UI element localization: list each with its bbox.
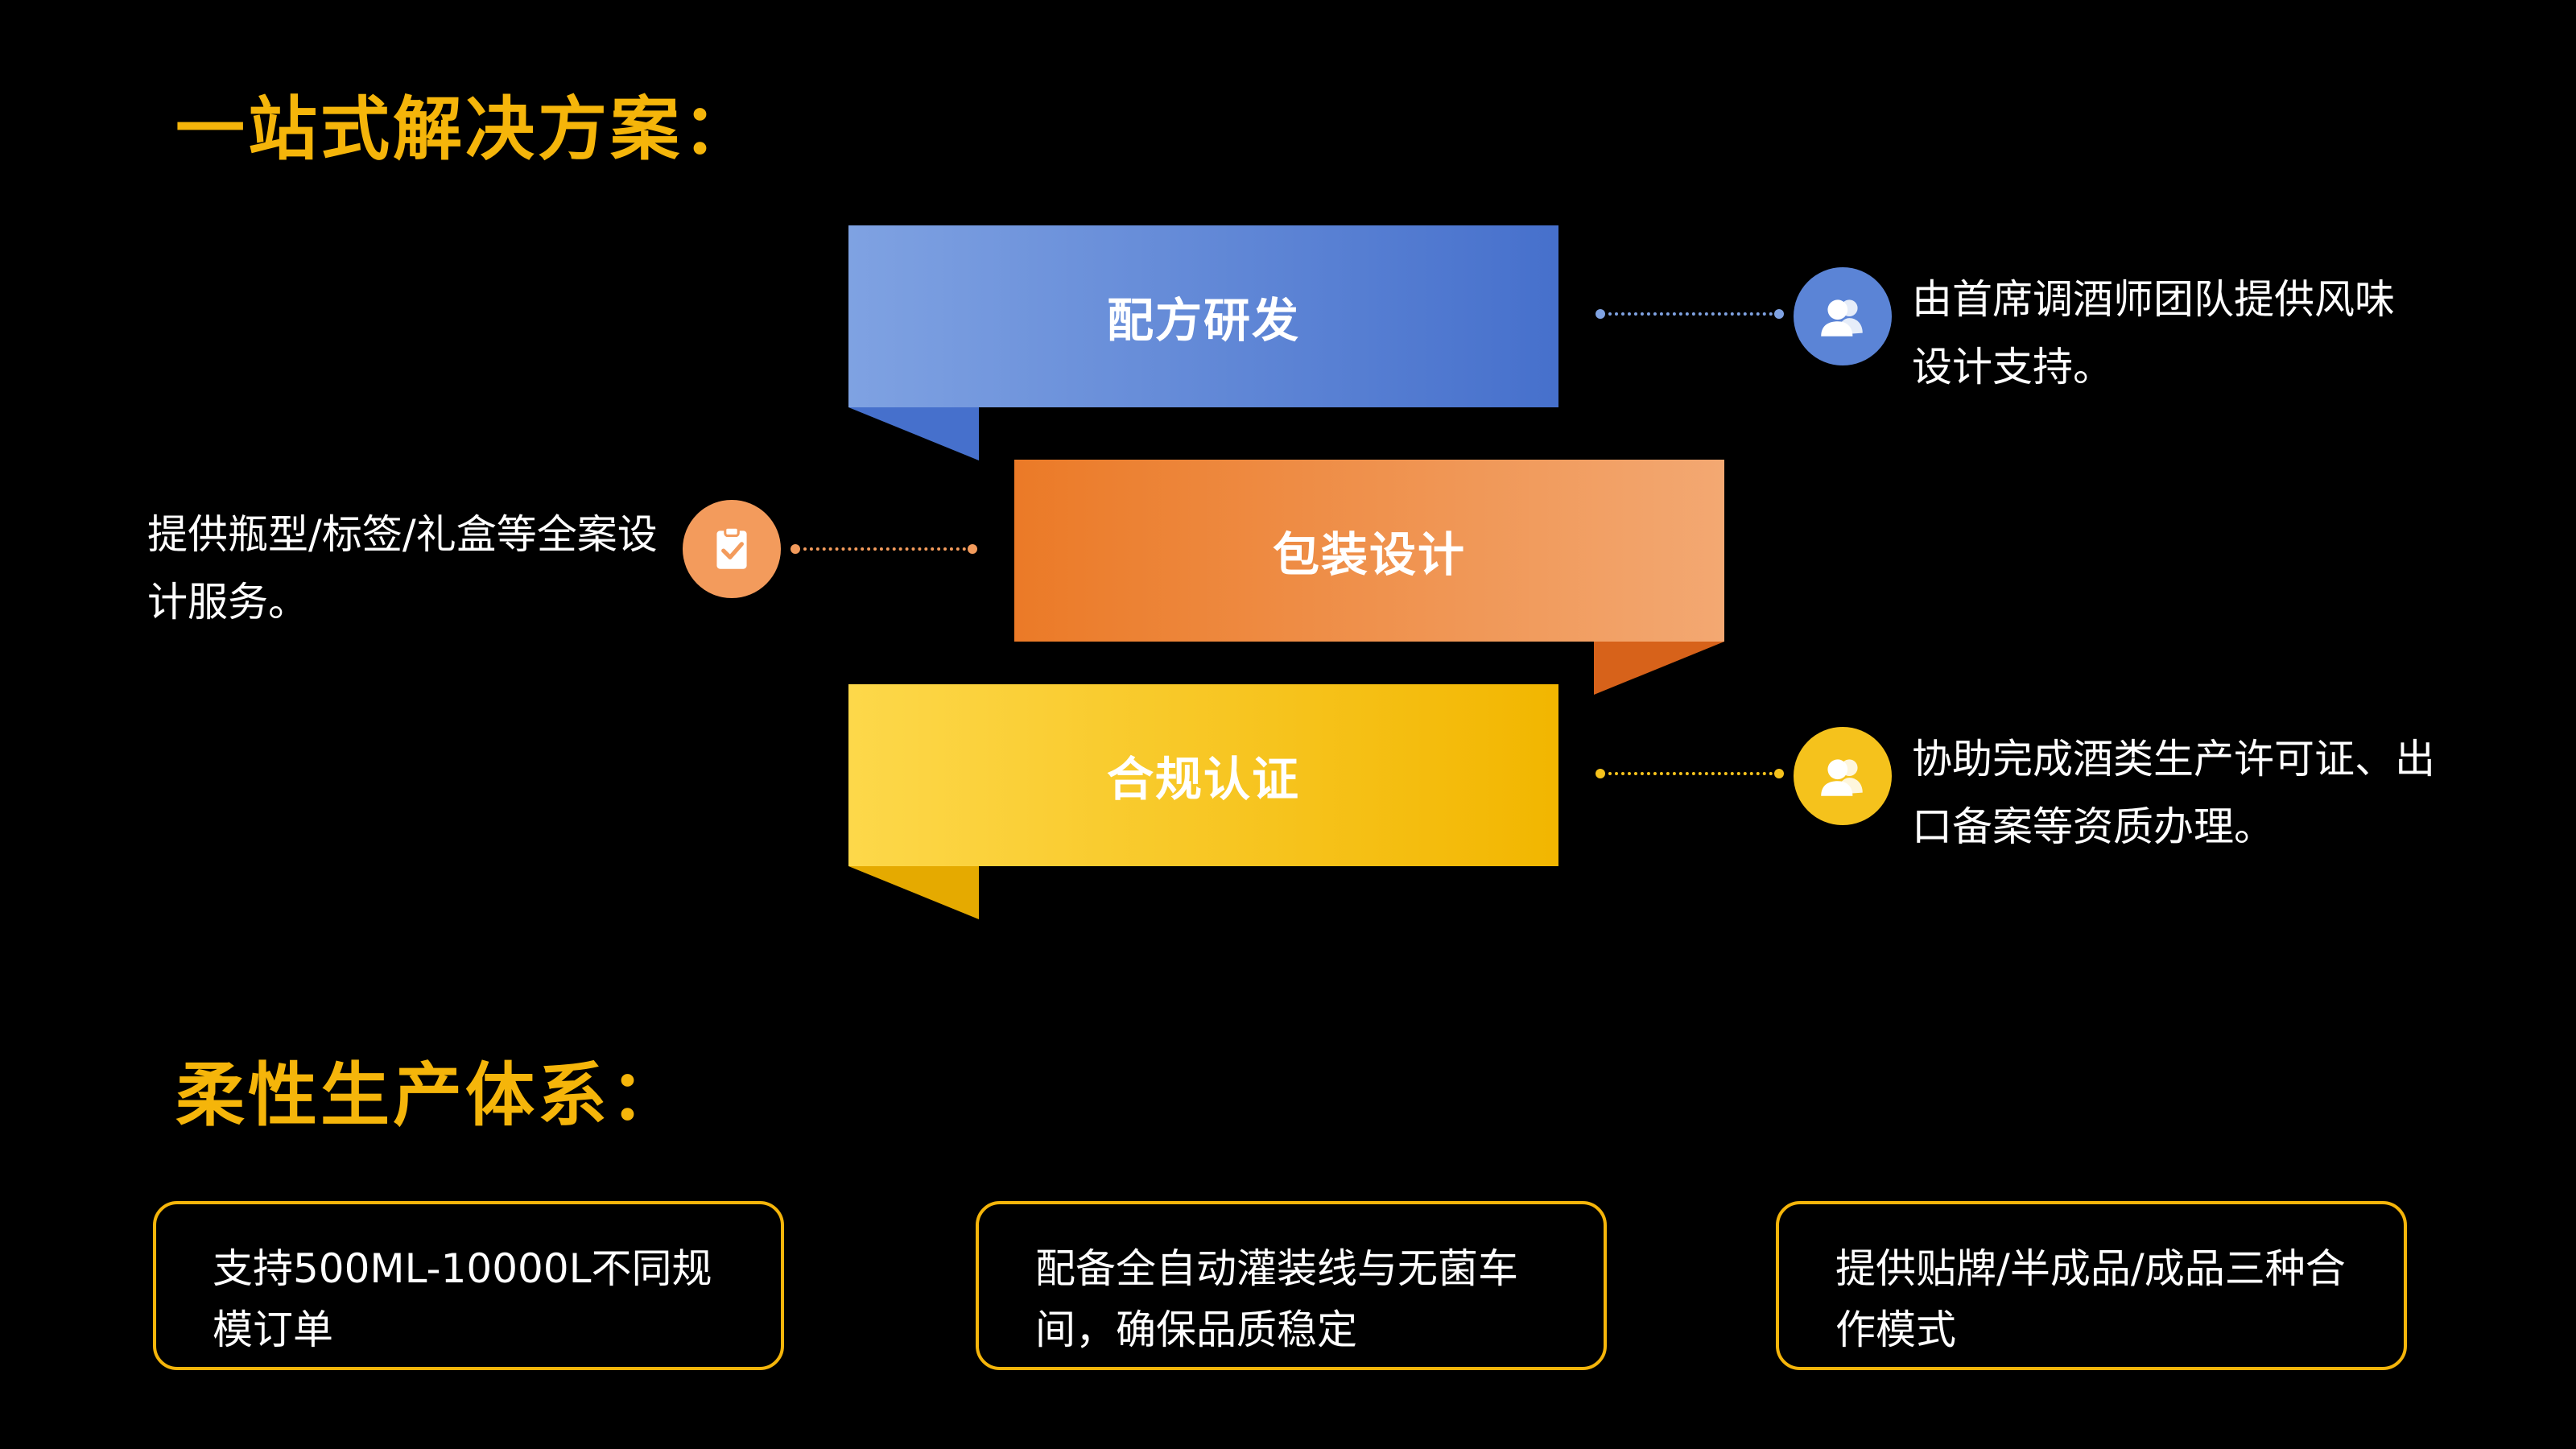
packaging-connector-dot-end (968, 544, 977, 554)
compliance-connector-line (1608, 772, 1773, 775)
compliance-icon-circle (1794, 727, 1892, 825)
team-icon (1821, 299, 1863, 336)
formula-band: 配方研发 (848, 225, 1558, 407)
packaging-band-fold (1594, 642, 1724, 695)
packaging-band-label: 包装设计 (1272, 527, 1466, 582)
formula-band-label: 配方研发 (1106, 293, 1300, 348)
formula-connector-dot-end (1774, 309, 1784, 319)
filling-line-card-text: 配备全自动灌装线与无菌车间，确保品质稳定 (1035, 1245, 1518, 1353)
solution-heading: 一站式解决方案： (175, 89, 755, 170)
filling-line-card: 配备全自动灌装线与无菌车间，确保品质稳定 (976, 1201, 1607, 1370)
compliance-band-fold (848, 866, 979, 919)
formula-note: 由首席调酒师团队提供风味设计支持。 (1912, 276, 2395, 390)
formula-connector-line (1608, 312, 1773, 316)
compliance-connector-dot-start (1596, 769, 1605, 778)
cooperation-mode-card: 提供贴牌/半成品/成品三种合作模式 (1776, 1201, 2407, 1370)
packaging-icon-circle (683, 500, 781, 598)
packaging-connector-dot-start (791, 544, 800, 554)
packaging-note: 提供瓶型/标签/礼盒等全案设计服务。 (147, 511, 658, 625)
packaging-band: 包装设计 (1014, 460, 1724, 642)
cooperation-mode-card-text: 提供贴牌/半成品/成品三种合作模式 (1835, 1245, 2346, 1353)
team-icon (1821, 759, 1863, 796)
clipboard-check-icon (716, 526, 747, 569)
formula-band-fold (848, 407, 979, 460)
compliance-band: 合规认证 (848, 684, 1558, 866)
packaging-connector-line (803, 547, 966, 551)
compliance-note: 协助完成酒类生产许可证、出口备案等资质办理。 (1912, 736, 2435, 850)
formula-connector-dot-start (1596, 309, 1605, 319)
capacity-card-text: 支持500ML-10000L不同规模订单 (213, 1245, 712, 1353)
compliance-band-label: 合规认证 (1106, 752, 1300, 807)
capacity-card: 支持500ML-10000L不同规模订单 (153, 1201, 784, 1370)
compliance-connector-dot-end (1774, 769, 1784, 778)
formula-icon-circle (1794, 267, 1892, 365)
production-heading: 柔性生产体系： (175, 1055, 683, 1136)
